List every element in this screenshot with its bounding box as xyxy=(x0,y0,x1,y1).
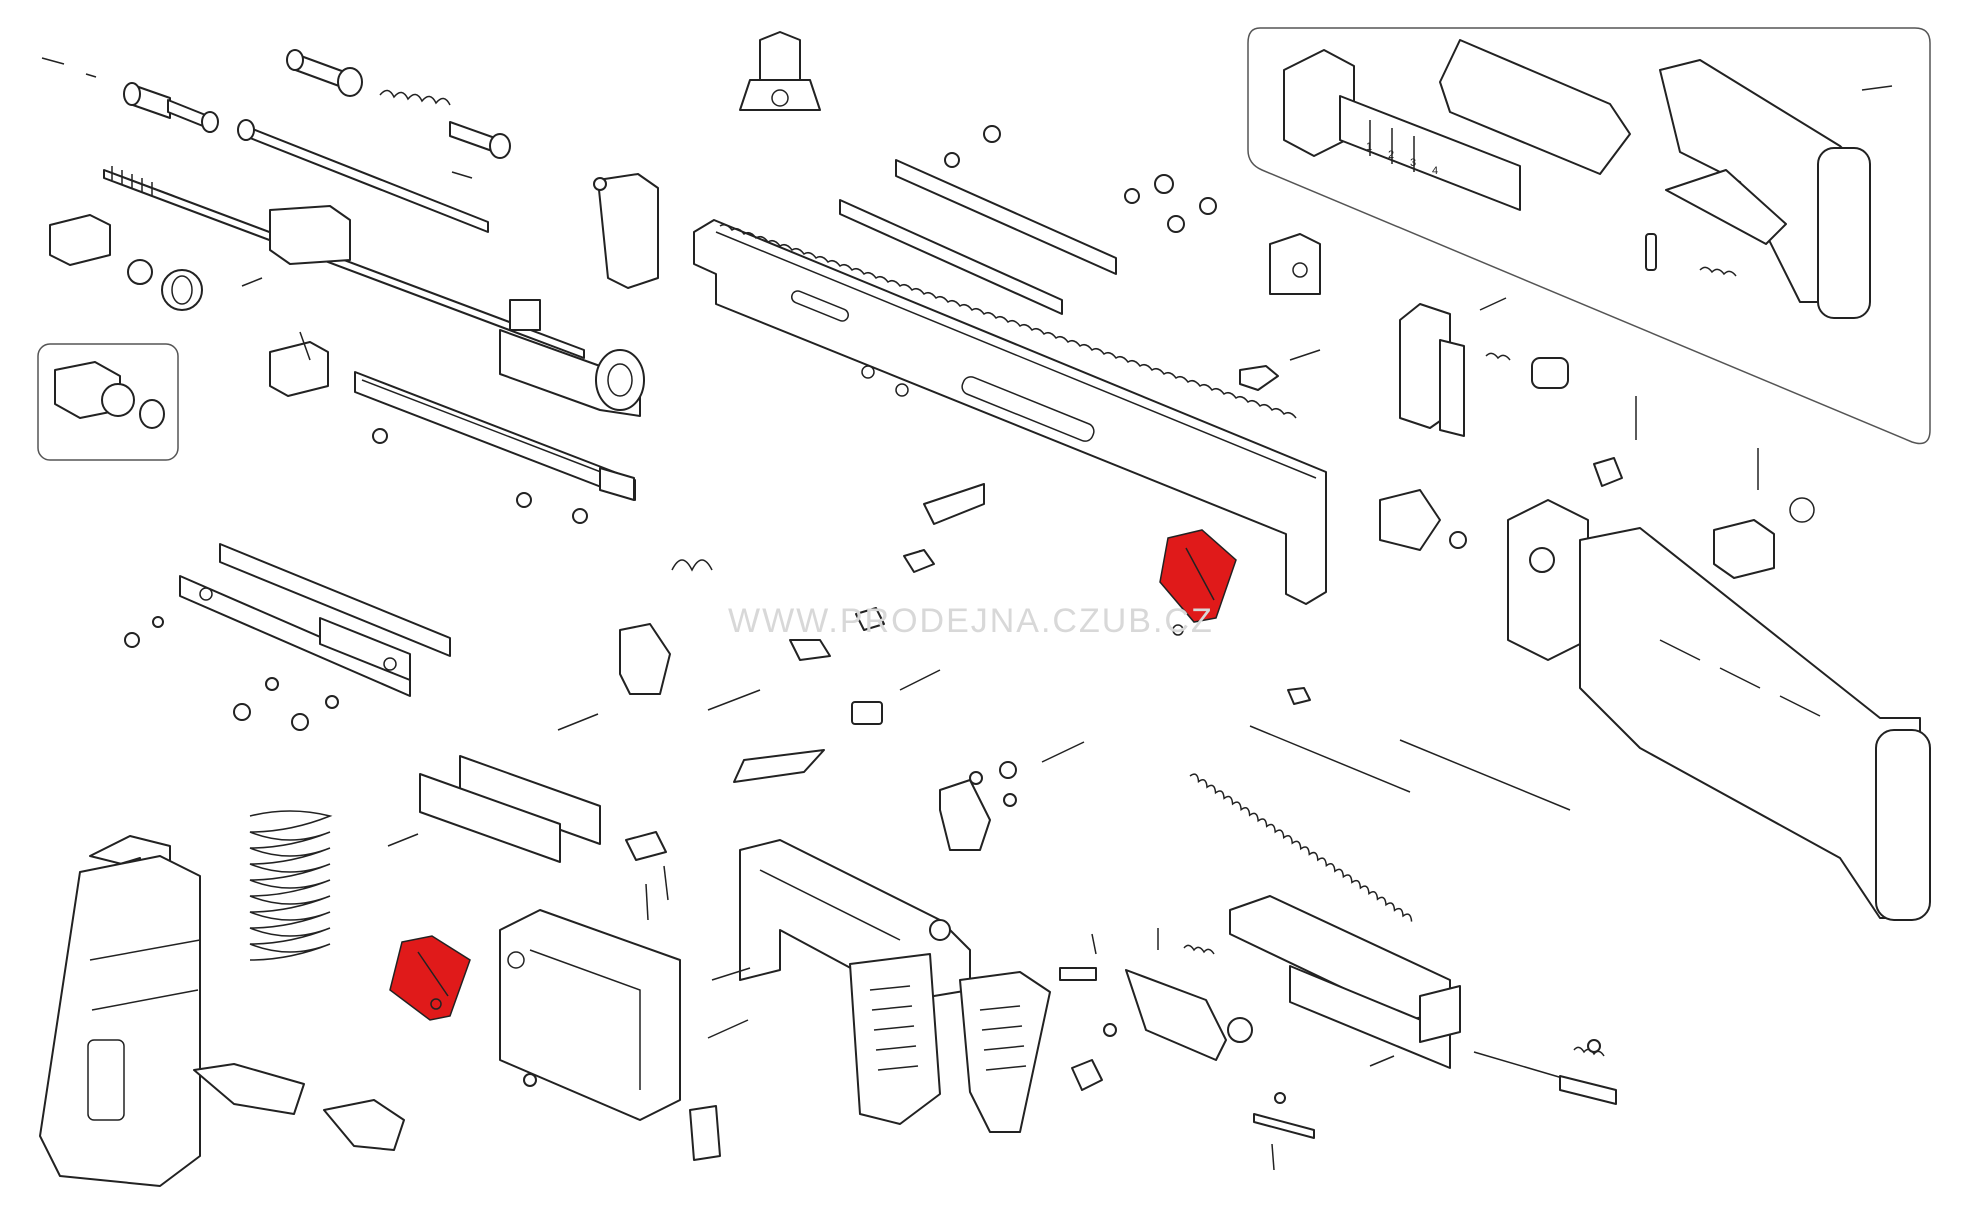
firing-pin xyxy=(1253,1039,1617,1171)
adapter-number-4: 4 xyxy=(1432,165,1438,177)
upper-receiver xyxy=(693,219,1327,605)
side-rails xyxy=(839,125,1117,315)
upper-rail xyxy=(354,371,636,524)
gas-block xyxy=(269,331,329,397)
trigger-housing-plates xyxy=(387,755,669,921)
rear-sight xyxy=(1269,233,1321,295)
sight-base-small xyxy=(593,173,659,289)
magazine xyxy=(39,810,405,1187)
side-plates xyxy=(124,543,451,731)
adapter-number-2: 2 xyxy=(1388,149,1394,161)
recoil-spring xyxy=(1189,687,1571,922)
stock-adapter: 1 2 3 4 xyxy=(1283,39,1893,319)
ejector-block xyxy=(1239,297,1569,437)
pistol-grip xyxy=(849,953,1051,1133)
adapter-number-3: 3 xyxy=(1410,157,1416,169)
trigger-group xyxy=(557,483,1085,851)
folding-stock xyxy=(1379,396,1931,921)
front-sight xyxy=(739,31,821,111)
watermark: WWW.PRODEJNA.CZUB.CZ xyxy=(728,602,1214,640)
magazine-well xyxy=(499,909,751,1161)
muzzle-device xyxy=(54,361,165,429)
screws-group xyxy=(1124,174,1217,233)
adapter-number-1: 1 xyxy=(1366,141,1372,153)
magazine-catch-highlighted xyxy=(389,935,471,1021)
bolt-carrier xyxy=(1059,895,1461,1091)
takedown-lever-highlighted xyxy=(1159,529,1237,636)
barrel-assembly xyxy=(41,49,645,417)
